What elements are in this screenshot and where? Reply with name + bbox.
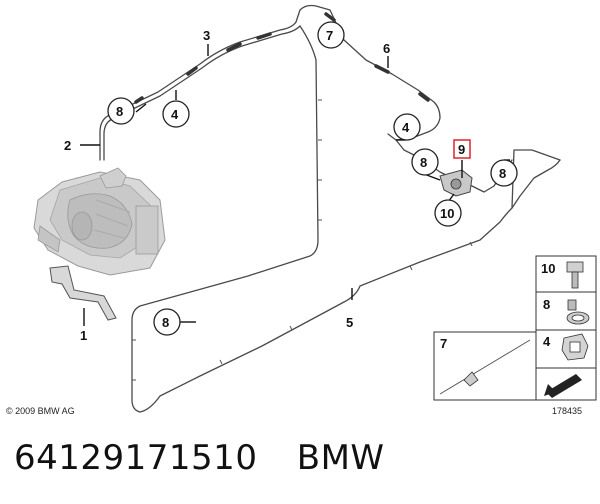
svg-text:1: 1 <box>80 328 87 343</box>
svg-text:8: 8 <box>116 104 123 119</box>
clamp-icon <box>566 299 590 325</box>
fastener-legend: 10 8 4 <box>535 255 597 369</box>
svg-text:8: 8 <box>543 297 550 312</box>
svg-text:4: 4 <box>171 107 179 122</box>
callout-5: 5 <box>346 315 353 330</box>
parts-diagram: 2 3 8 4 7 6 4 8 9 10 8 5 8 <box>6 4 597 416</box>
bracket-part <box>49 265 117 321</box>
callout-1: 1 <box>80 328 87 343</box>
callout-8-valve: 8 <box>411 148 439 176</box>
svg-text:10: 10 <box>541 261 555 276</box>
figure-number: 178435 <box>552 406 582 416</box>
part-number: 64129171510 <box>14 438 258 478</box>
legend-item-4: 4 <box>543 333 589 361</box>
bolt-icon <box>566 261 584 289</box>
part-caption: 64129171510 BMW <box>14 438 385 478</box>
callout-6: 6 <box>383 41 390 56</box>
arrow-box <box>535 367 597 401</box>
callout-8-bottom: 8 <box>153 308 181 336</box>
legend-item-8: 8 <box>543 297 590 325</box>
svg-text:8: 8 <box>499 166 506 181</box>
svg-text:8: 8 <box>162 315 169 330</box>
svg-text:5: 5 <box>346 315 353 330</box>
svg-text:7: 7 <box>440 336 447 351</box>
valve-part <box>439 169 473 197</box>
svg-text:8: 8 <box>420 155 427 170</box>
svg-text:9: 9 <box>458 142 465 157</box>
callout-4-left: 4 <box>162 100 190 128</box>
callout-8-left: 8 <box>107 97 135 125</box>
svg-text:4: 4 <box>543 334 551 349</box>
clip-icon <box>561 333 589 361</box>
callout-8-right: 8 <box>490 159 518 187</box>
callout-10: 10 <box>434 199 462 227</box>
svg-text:2: 2 <box>64 138 71 153</box>
brand-name: BMW <box>296 438 385 478</box>
heater-unit-illustration <box>33 167 166 276</box>
pipe-lines <box>99 4 561 413</box>
inset-panel-7: 7 <box>433 331 537 401</box>
line-clips <box>132 99 473 381</box>
svg-text:7: 7 <box>326 28 333 43</box>
callout-3: 3 <box>203 28 210 43</box>
legend-item-10: 10 <box>541 261 584 289</box>
callout-2: 2 <box>64 138 71 153</box>
svg-text:10: 10 <box>440 206 454 221</box>
svg-text:4: 4 <box>402 120 410 135</box>
callout-4-right: 4 <box>393 113 421 141</box>
copyright: © 2009 BMW AG <box>6 406 75 416</box>
svg-text:6: 6 <box>383 41 390 56</box>
svg-text:3: 3 <box>203 28 210 43</box>
callout-7: 7 <box>317 21 345 49</box>
hose-sleeves <box>134 12 430 104</box>
callout-9-highlighted: 9 <box>453 139 471 159</box>
